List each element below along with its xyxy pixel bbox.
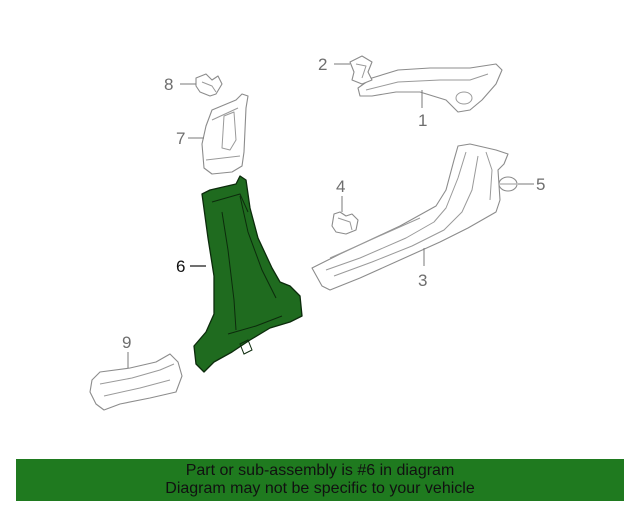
callout-2: 2 (318, 55, 327, 74)
part-8-clip[interactable] (195, 73, 223, 97)
callout-6: 6 (176, 257, 185, 276)
part-4-clip[interactable] (331, 211, 359, 235)
callout-7: 7 (176, 129, 185, 148)
callout-5: 5 (536, 175, 545, 194)
banner-line-1: Part or sub-assembly is #6 in diagram (185, 462, 455, 479)
part-1-upper-trim[interactable] (357, 63, 503, 113)
callout-8: 8 (164, 75, 173, 94)
parts-diagram: 1 2 3 4 5 6 7 8 9 (89, 55, 545, 411)
info-banner: Part or sub-assembly is #6 in diagram Di… (16, 459, 624, 501)
part-3-sill-trim[interactable] (311, 143, 509, 291)
leader-lines (127, 63, 534, 368)
banner-line-2: Diagram may not be specific to your vehi… (165, 480, 475, 497)
callout-3: 3 (418, 271, 427, 290)
callout-9: 9 (122, 333, 131, 352)
callout-1: 1 (418, 111, 427, 130)
part-5-push-pin[interactable] (498, 176, 518, 192)
part-6-b-pillar-trim[interactable] (193, 175, 303, 373)
part-9-lower-trim[interactable] (89, 353, 183, 411)
part-7-upper-pillar-trim[interactable] (201, 93, 249, 175)
callout-4: 4 (336, 177, 345, 196)
part-2-clip[interactable] (349, 55, 373, 85)
